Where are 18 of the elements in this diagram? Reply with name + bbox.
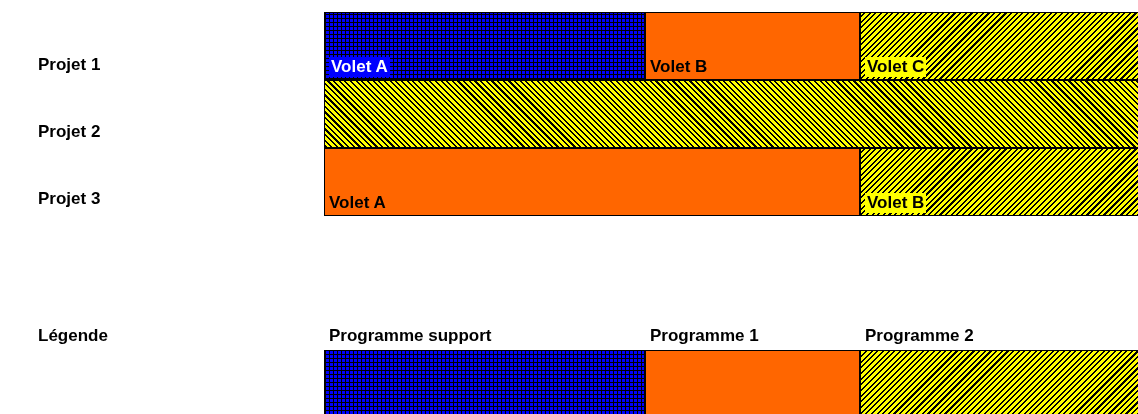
cell-label: Volet B [650, 57, 708, 77]
legend-heading: Légende [38, 326, 108, 346]
cell-label: Volet A [329, 57, 390, 77]
row-label: Projet 2 [38, 122, 101, 142]
table-cell [645, 12, 860, 80]
legend-label: Programme 2 [865, 326, 974, 346]
table-cell [324, 148, 860, 216]
row-label: Projet 1 [38, 55, 101, 75]
legend-label: Programme support [329, 326, 492, 346]
cell-label: Volet A [329, 193, 386, 213]
table-cell [324, 12, 645, 80]
cell-label: Volet C [865, 57, 927, 77]
table-cell [860, 148, 1138, 216]
legend-label: Programme 1 [650, 326, 759, 346]
cell-label: Volet B [865, 193, 927, 213]
row-label: Projet 3 [38, 189, 101, 209]
hatched-bar [324, 80, 1138, 148]
table-cell [860, 12, 1138, 80]
